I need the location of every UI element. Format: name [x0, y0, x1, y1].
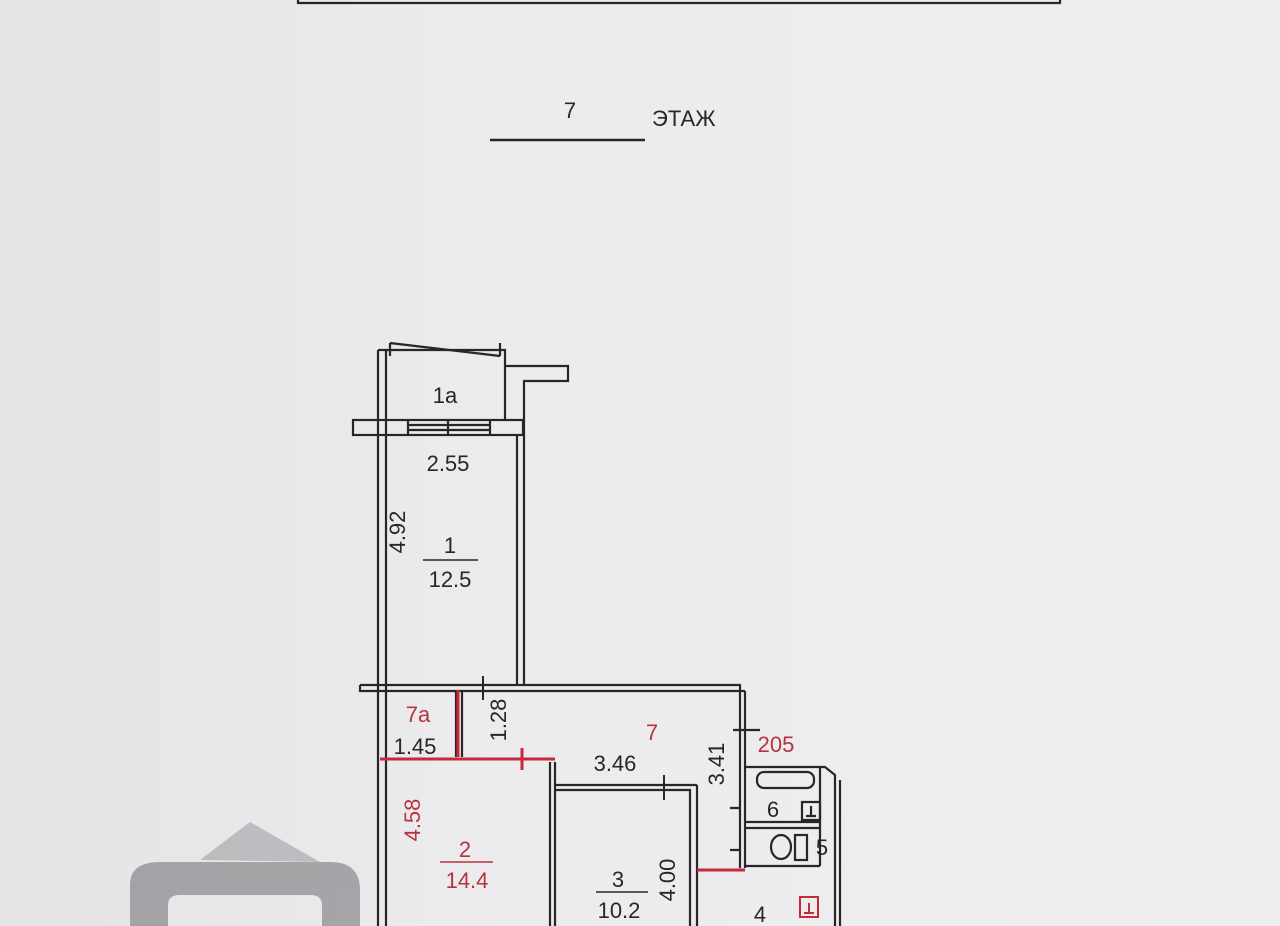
dim-2-55: 2.55: [427, 451, 470, 476]
room-1-area: 12.5: [429, 567, 472, 592]
room-4-label: 4: [754, 902, 766, 926]
room-5-label: 5: [816, 835, 828, 860]
dim-3-46: 3.46: [594, 751, 637, 776]
dim-1-28: 1.28: [486, 699, 511, 742]
header-frame: [296, 0, 1062, 5]
dim-205: 205: [758, 732, 795, 757]
room-2-label: 2: [459, 837, 471, 862]
room-7-label: 7: [646, 720, 658, 745]
watermark-logo: [130, 822, 360, 926]
dim-1-45: 1.45: [394, 734, 437, 759]
dim-4-92: 4.92: [385, 511, 410, 554]
room-3-label: 3: [612, 867, 624, 892]
room-1a-label: 1а: [433, 383, 458, 408]
room-6-label: 6: [767, 797, 779, 822]
floor-number: 7: [564, 98, 576, 123]
floor-label: ЭТАЖ: [652, 106, 716, 131]
red-walls: [380, 690, 745, 872]
dim-4-00: 4.00: [655, 859, 680, 902]
walls: [351, 341, 842, 926]
room-1-label: 1: [444, 533, 456, 558]
room-2-area: 14.4: [446, 868, 489, 893]
dim-4-58: 4.58: [400, 799, 425, 842]
room-3-area: 10.2: [598, 898, 641, 923]
room-7a-label: 7а: [406, 702, 431, 727]
dim-3-41: 3.41: [704, 743, 729, 786]
